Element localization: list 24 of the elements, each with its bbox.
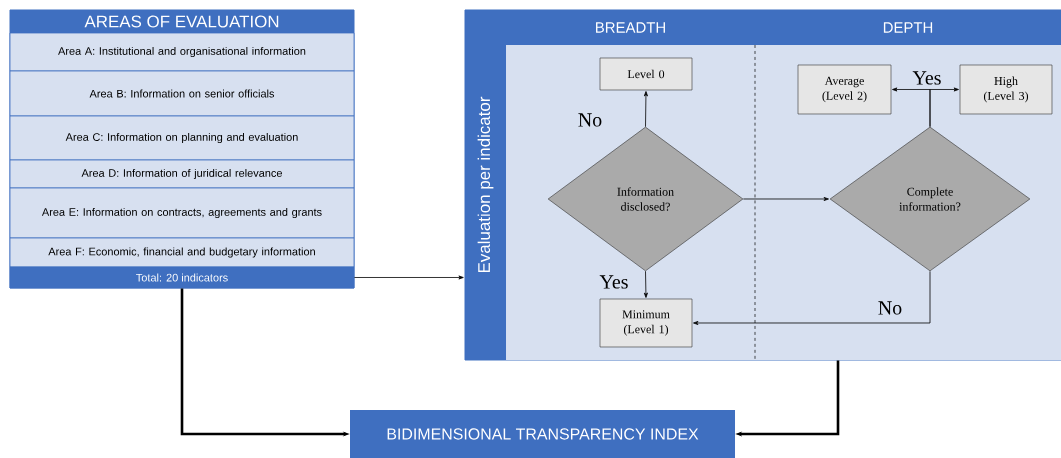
- area-row: Area F: Economic, financial and budgetary information: [9, 237, 355, 268]
- node-label: BREADTH: [596, 22, 665, 33]
- level-box: Level 0: [599, 57, 693, 91]
- arrow: [742, 197, 829, 201]
- arrow: [643, 270, 648, 298]
- arrow: [929, 87, 959, 128]
- edge-label: Yes: [912, 71, 941, 85]
- level-box: Minimum (Level 1): [599, 298, 693, 348]
- edge-label: No: [878, 301, 902, 315]
- arrow: [693, 270, 931, 325]
- level-box: High (Level 3): [959, 64, 1053, 115]
- area-row: Area A: Institutional and organisational information: [9, 32, 355, 72]
- edge-label: No: [578, 113, 602, 127]
- arrow: [354, 275, 464, 280]
- area-row: Area D: Information of juridical relevance: [9, 159, 355, 189]
- area-row: Area C: Information on planning and evaluation: [9, 115, 355, 161]
- node-label: DEPTH: [883, 22, 933, 33]
- total-bar: Total: 20 indicators: [9, 266, 355, 289]
- arrow: [643, 91, 648, 128]
- area-row: Area B: Information on senior officials: [9, 70, 355, 117]
- edge-label: Yes: [599, 275, 628, 289]
- level-box: Average (Level 2): [797, 64, 892, 115]
- index-box: BIDIMENSIONAL TRANSPARENCY INDEX: [350, 410, 735, 458]
- area-row: Area E: Information on contracts, agreements and grants: [9, 187, 355, 239]
